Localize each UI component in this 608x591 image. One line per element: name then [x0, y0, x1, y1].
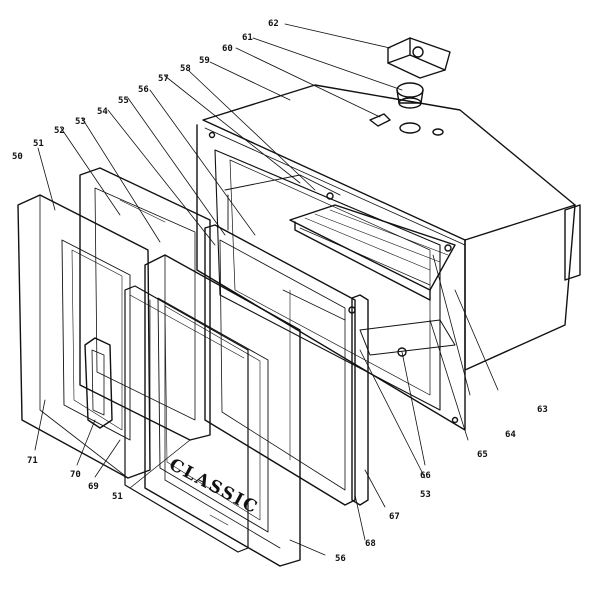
callout-55: 55	[118, 96, 129, 106]
callout-65: 65	[477, 450, 488, 460]
callout-71: 71	[27, 456, 38, 466]
callout-52: 52	[54, 126, 65, 136]
callout-59: 59	[199, 56, 210, 66]
callout-53-top: 53	[75, 117, 86, 127]
callout-51-top: 51	[33, 139, 44, 149]
callout-69: 69	[88, 482, 99, 492]
callout-60: 60	[222, 44, 233, 54]
callout-66: 66	[420, 471, 431, 481]
leader-lines	[34, 23, 499, 556]
callout-51-bottom: 51	[112, 492, 123, 502]
callout-68: 68	[365, 539, 376, 549]
callout-56-bottom: 56	[335, 554, 346, 564]
callout-54: 54	[97, 107, 108, 117]
cabinet	[196, 84, 581, 431]
middle-door-assembly	[79, 167, 211, 441]
callouts: 62 61 60 59 58 57 56 55 54 53 52 51 50 6…	[12, 19, 548, 564]
interior-tray	[224, 174, 456, 357]
top-cover-62	[387, 37, 451, 79]
callout-53-bottom: 53	[420, 490, 431, 500]
callout-56: 56	[138, 85, 149, 95]
callout-67: 67	[389, 512, 400, 522]
callout-64: 64	[505, 430, 516, 440]
inner-door-frame	[204, 224, 369, 506]
callout-61: 61	[242, 33, 253, 43]
callout-58: 58	[180, 64, 191, 74]
callout-62: 62	[268, 19, 279, 29]
callout-57: 57	[158, 74, 169, 84]
front-door-56	[144, 254, 301, 567]
callout-50: 50	[12, 152, 23, 162]
callout-63: 63	[537, 405, 548, 415]
callout-70: 70	[70, 470, 81, 480]
clip-60	[369, 113, 391, 127]
knob-61	[396, 82, 424, 109]
